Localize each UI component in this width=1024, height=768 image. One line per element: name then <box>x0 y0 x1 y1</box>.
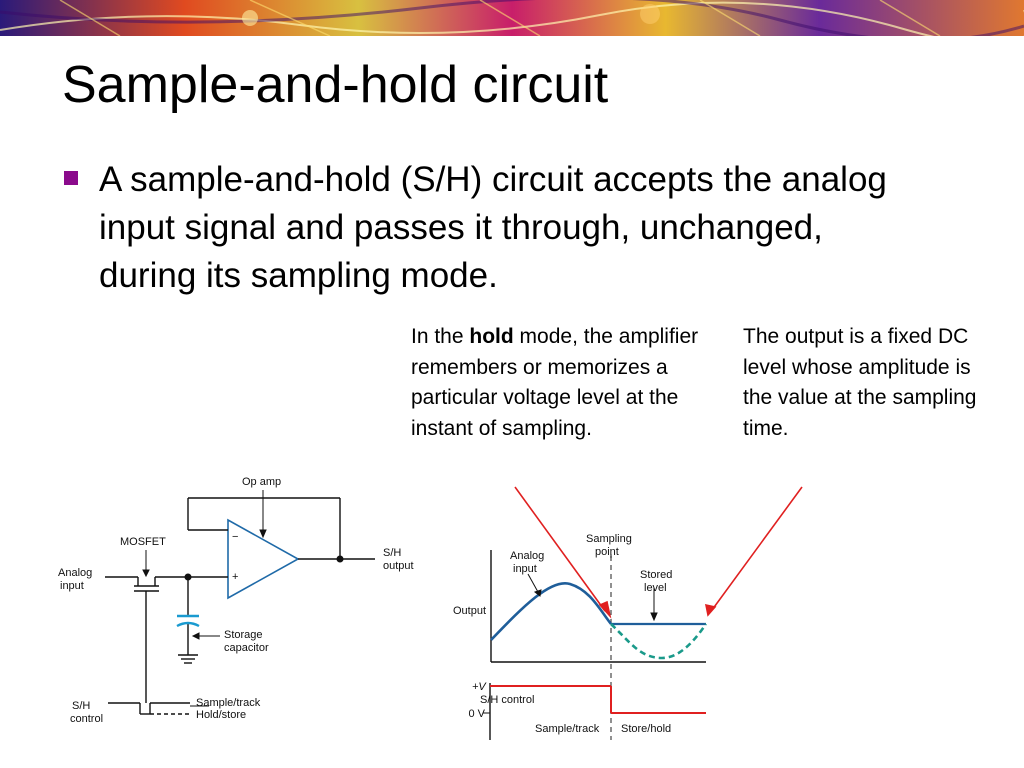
sh-control-wave-label: S/H control <box>480 694 534 706</box>
stored-level-label-2: level <box>644 582 667 594</box>
hold-note-suffix: mode, the amplifier remembers or memoriz… <box>411 325 699 440</box>
sample-hold-circuit-diagram: Op amp MOSFET Analog input S/H output St… <box>58 476 414 725</box>
output-axis-label: Output <box>453 605 486 617</box>
plus-input-label: + <box>232 571 238 583</box>
sh-output-label-1: S/H <box>383 547 401 559</box>
analog-input-label-2: input <box>60 580 84 592</box>
bullet-text: A sample-and-hold (S/H) circuit accepts … <box>99 160 887 295</box>
hold-note-bold: hold <box>469 325 514 348</box>
sh-output-label-2: output <box>383 560 414 572</box>
sample-track-wave-label: Sample/track <box>535 723 600 735</box>
sample-track-label: Sample/track <box>196 697 261 709</box>
storage-capacitor-label-2: capacitor <box>224 642 269 654</box>
stored-level-label-1: Stored <box>640 569 672 581</box>
sh-control-label-1: S/H <box>72 700 90 712</box>
slide-title: Sample-and-hold circuit <box>62 56 609 114</box>
mosfet-label: MOSFET <box>120 536 166 548</box>
storage-capacitor-label-1: Storage <box>224 629 263 641</box>
decorative-banner <box>0 0 1024 36</box>
plus-v-label: +V <box>472 681 487 693</box>
hold-mode-note: In the hold mode, the amplifier remember… <box>411 322 721 444</box>
sampling-point-label-1: Sampling <box>586 533 632 545</box>
sh-control-label-2: control <box>70 713 103 725</box>
analog-input-label-1: Analog <box>58 567 92 579</box>
analog-input-wave-label-1: Analog <box>510 550 544 562</box>
hold-store-label: Hold/store <box>196 709 246 721</box>
bullet-square-icon <box>64 171 78 185</box>
zero-v-label: 0 V <box>468 708 485 720</box>
analog-input-wave-label-2: input <box>513 563 537 575</box>
minus-input-label: − <box>232 531 238 543</box>
sampling-waveform-diagram: Output Analog input Sampling point Store… <box>453 533 708 740</box>
output-note: The output is a fixed DC level whose amp… <box>743 325 977 440</box>
hold-note-prefix: In the <box>411 325 470 348</box>
store-hold-wave-label: Store/hold <box>621 723 671 735</box>
op-amp-label: Op amp <box>242 476 281 488</box>
sampling-point-label-2: point <box>595 546 619 558</box>
